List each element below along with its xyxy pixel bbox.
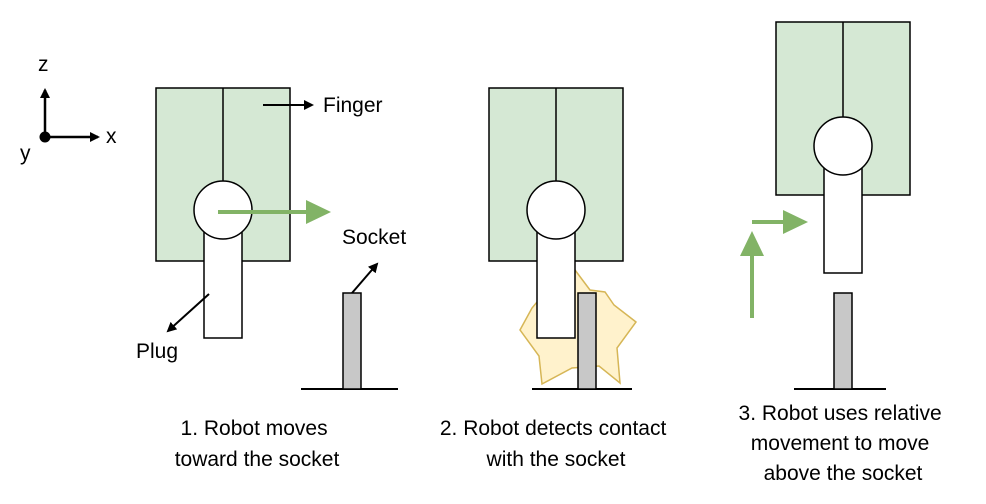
step-3-caption-line-2: movement to move <box>751 432 930 455</box>
socket-pin <box>342 292 362 390</box>
socket-label: Socket <box>342 226 406 249</box>
plug-pointer-arrow <box>166 293 210 333</box>
plug-head <box>526 180 586 240</box>
step-2-caption: 2. Robot detects contact with the socket <box>440 417 672 471</box>
y-axis-label: y <box>20 142 31 165</box>
step-1-caption-line-1: 1. Robot moves <box>181 417 328 440</box>
plug-label: Plug <box>136 340 178 363</box>
step-1-caption-line-2: toward the socket <box>175 448 340 471</box>
step-1-caption: 1. Robot moves toward the socket <box>175 417 340 471</box>
step-1-panel: Finger Socket Plug 1. Robot moves toward… <box>136 87 406 471</box>
step-3-panel: 3. Robot uses relative movement to move … <box>739 21 948 485</box>
finger-label: Finger <box>323 94 383 117</box>
plug-body <box>203 224 243 339</box>
step-2-panel: 2. Robot detects contact with the socket <box>440 87 672 471</box>
plug-head <box>813 116 873 176</box>
move-z-arrow-head <box>740 231 764 256</box>
x-axis-label: x <box>106 125 117 148</box>
socket-pin <box>577 292 597 390</box>
move-x-arrow-head <box>783 210 808 234</box>
coordinate-axes: z x y <box>20 53 117 165</box>
step-3-caption-line-1: 3. Robot uses relative <box>739 402 942 425</box>
socket-pin <box>833 292 853 390</box>
y-axis-dot <box>39 131 51 143</box>
step-3-caption-line-3: above the socket <box>764 462 923 485</box>
z-axis-label: z <box>38 53 49 76</box>
plug-body <box>823 159 863 274</box>
socket-pointer-arrow <box>351 262 379 294</box>
plug-body <box>536 224 576 339</box>
step-2-caption-line-1: 2. Robot detects contact <box>440 417 667 440</box>
step-2-caption-line-2: with the socket <box>486 448 626 471</box>
step-3-caption: 3. Robot uses relative movement to move … <box>739 402 948 485</box>
move-x-arrow-head <box>306 200 331 224</box>
